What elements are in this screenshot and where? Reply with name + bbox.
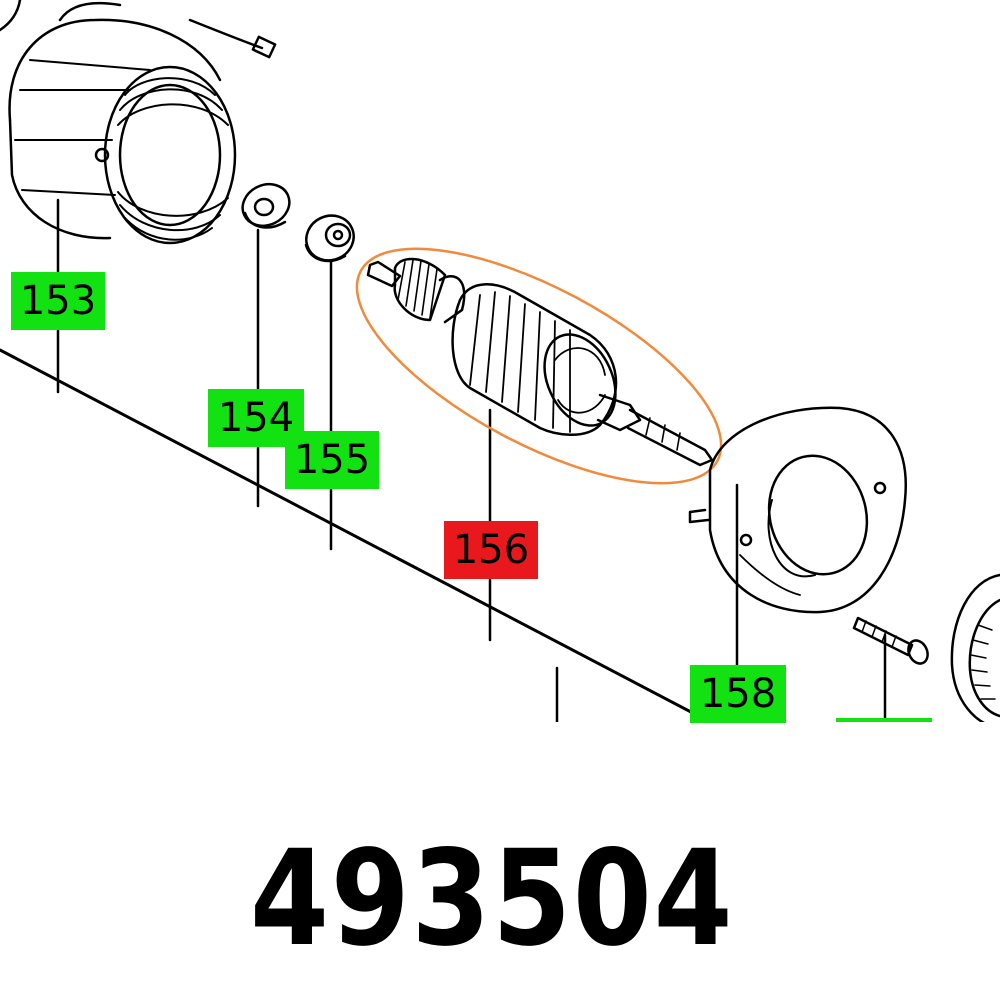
callout-153[interactable]: 153 xyxy=(11,272,105,330)
callout-155-label: 155 xyxy=(293,437,371,483)
baffle-ring-icon xyxy=(688,406,907,614)
part-number: 493504 xyxy=(250,822,735,976)
callout-partial xyxy=(836,718,932,722)
washer-icon xyxy=(241,182,291,229)
callout-156-selected[interactable]: 156 xyxy=(444,521,538,579)
armature-icon xyxy=(366,257,714,467)
screw-icon xyxy=(852,616,929,665)
callout-154-label: 154 xyxy=(217,395,295,441)
stator-field-icon xyxy=(0,0,277,245)
callout-155[interactable]: 155 xyxy=(285,431,379,489)
selection-highlight xyxy=(355,247,723,485)
callout-158[interactable]: 158 xyxy=(690,665,786,723)
callout-158-label: 158 xyxy=(699,671,777,717)
bearing-icon xyxy=(304,214,355,263)
gear-housing-icon xyxy=(950,573,1000,722)
callout-156-label: 156 xyxy=(452,527,530,573)
diagram-baseline xyxy=(0,348,712,722)
callout-153-label: 153 xyxy=(19,278,97,324)
